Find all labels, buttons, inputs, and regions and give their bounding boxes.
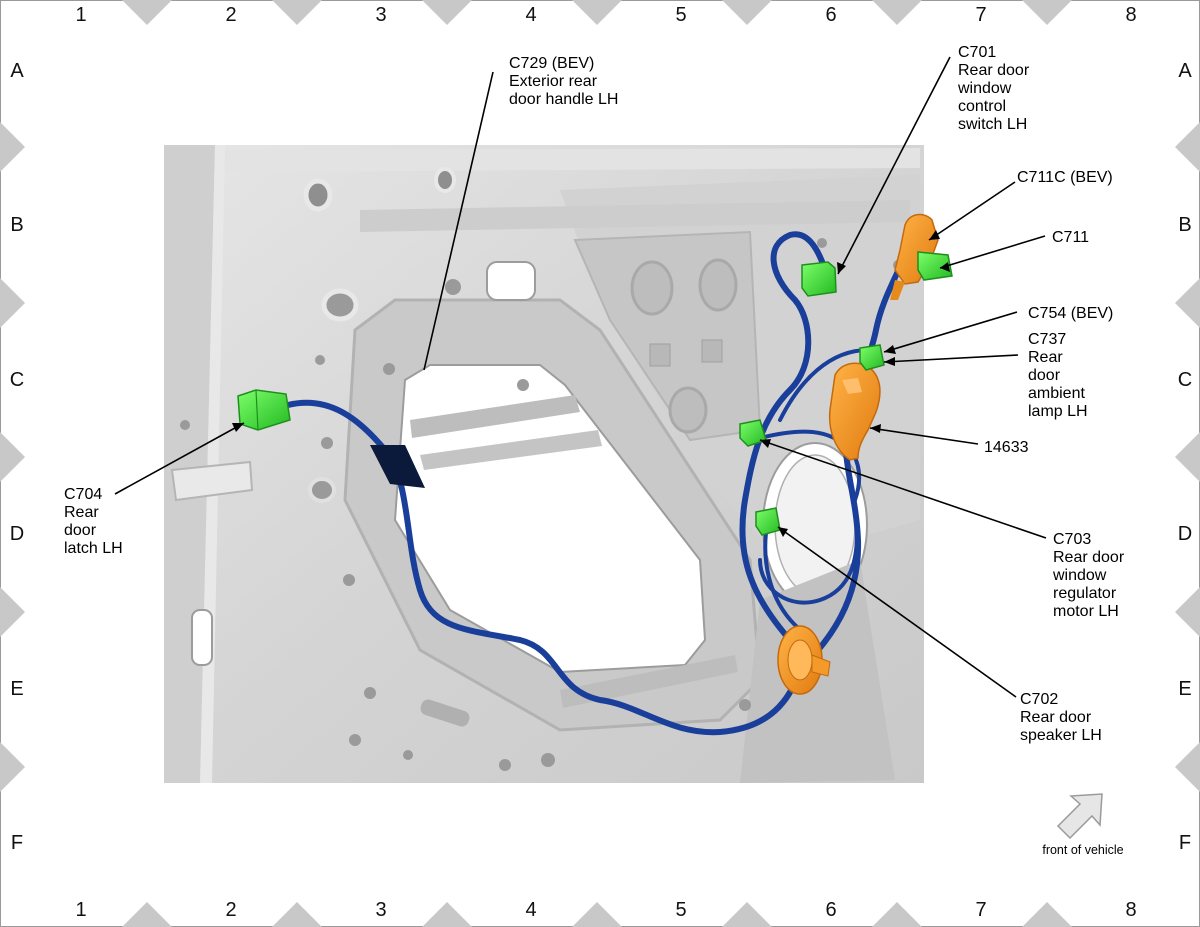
grid-col-2: 2 <box>225 4 236 26</box>
callout-line: door <box>1028 367 1061 384</box>
callout-line: regulator <box>1053 585 1117 602</box>
grid-row-c: C <box>1178 369 1192 391</box>
callout-line: lamp LH <box>1028 403 1088 420</box>
callout-line: C754 (BEV) <box>1028 305 1113 322</box>
cable-clip <box>370 445 425 488</box>
grid-col-7: 7 <box>975 899 986 921</box>
speaker-housing <box>777 625 831 695</box>
c702-connector <box>755 507 781 536</box>
callout-c703: C703 Rear door window regulator motor LH <box>1052 531 1125 620</box>
callout-14633: 14633 <box>984 439 1029 456</box>
grid-rows-right: A B C D E F <box>1178 60 1193 854</box>
callout-line: Rear door <box>1020 709 1092 726</box>
callout-line: control <box>958 98 1006 115</box>
grid-row-a: A <box>1178 60 1192 82</box>
front-arrow-icon <box>1056 793 1103 840</box>
grid-col-2: 2 <box>225 899 236 921</box>
grid-col-3: 3 <box>375 899 386 921</box>
callout-c701: C701 Rear door window control switch LH <box>957 44 1030 133</box>
grid-col-8: 8 <box>1125 899 1136 921</box>
grid-col-5: 5 <box>675 899 686 921</box>
leader-lines <box>114 56 1047 698</box>
callout-line: C729 (BEV) <box>509 55 594 72</box>
callout-line: door <box>64 522 97 539</box>
callout-c737: C737 Rear door ambient lamp LH <box>1028 331 1088 420</box>
callout-line: C703 <box>1053 531 1091 548</box>
callout-line: C702 <box>1020 691 1058 708</box>
grid-col-5: 5 <box>675 4 686 26</box>
grid-col-3: 3 <box>375 4 386 26</box>
callout-line: ambient <box>1028 385 1085 402</box>
callout-line: door handle LH <box>509 91 618 108</box>
grid-columns-bottom: 1 2 3 4 5 6 7 8 <box>75 899 1136 921</box>
callout-line: Rear <box>64 504 99 521</box>
grid-row-d: D <box>1178 523 1192 545</box>
grid-columns-top: 1 2 3 4 5 6 7 8 <box>75 4 1136 26</box>
callout-line: motor LH <box>1053 603 1119 620</box>
c703-connector <box>739 419 767 447</box>
callout-line: switch LH <box>958 116 1027 133</box>
callout-line: C711 <box>1052 229 1089 246</box>
callout-line: C737 <box>1028 331 1066 348</box>
grid-row-b: B <box>10 214 23 236</box>
callout-line: Exterior rear <box>509 73 598 90</box>
grid-col-6: 6 <box>825 4 836 26</box>
callout-c711c: C711C (BEV) <box>1017 169 1113 186</box>
grid-rows-left: A B C D E F <box>10 60 25 854</box>
c737-connector <box>859 344 885 371</box>
front-of-vehicle-label: front of vehicle <box>1042 843 1123 857</box>
grid-col-8: 8 <box>1125 4 1136 26</box>
grid-col-1: 1 <box>75 4 86 26</box>
c711-housing <box>890 213 939 300</box>
callout-line: window <box>1052 567 1107 584</box>
grid-row-c: C <box>10 369 24 391</box>
grid-row-d: D <box>10 523 24 545</box>
c701-connector <box>801 261 837 297</box>
grid-row-f: F <box>1179 832 1191 854</box>
callout-line: Rear <box>1028 349 1063 366</box>
leader-arrowheads <box>232 230 950 537</box>
callout-line: latch LH <box>64 540 123 557</box>
callout-line: C704 <box>64 486 102 503</box>
callout-c702: C702 Rear door speaker LH <box>1020 691 1102 744</box>
grid-col-4: 4 <box>525 4 536 26</box>
callout-c711: C711 <box>1052 229 1089 246</box>
grid-row-f: F <box>11 832 23 854</box>
grid-row-e: E <box>10 678 23 700</box>
grid-col-1: 1 <box>75 899 86 921</box>
callout-line: window <box>957 80 1012 97</box>
callout-line: 14633 <box>984 439 1029 456</box>
callout-line: C711C (BEV) <box>1017 169 1113 186</box>
callout-c704: C704 Rear door latch LH <box>64 486 123 557</box>
callout-line: C701 <box>958 44 996 61</box>
callout-line: speaker LH <box>1020 727 1102 744</box>
callout-line: Rear door <box>1053 549 1125 566</box>
grid-row-a: A <box>10 60 24 82</box>
grid-row-b: B <box>1178 214 1191 236</box>
c711-connector <box>917 251 953 281</box>
callout-c754: C754 (BEV) <box>1028 305 1113 322</box>
grid-col-4: 4 <box>525 899 536 921</box>
grid-row-e: E <box>1178 678 1191 700</box>
callout-line: Rear door <box>958 62 1030 79</box>
callout-c729: C729 (BEV) Exterior rear door handle LH <box>509 55 618 108</box>
grid-col-6: 6 <box>825 899 836 921</box>
grid-col-7: 7 <box>975 4 986 26</box>
